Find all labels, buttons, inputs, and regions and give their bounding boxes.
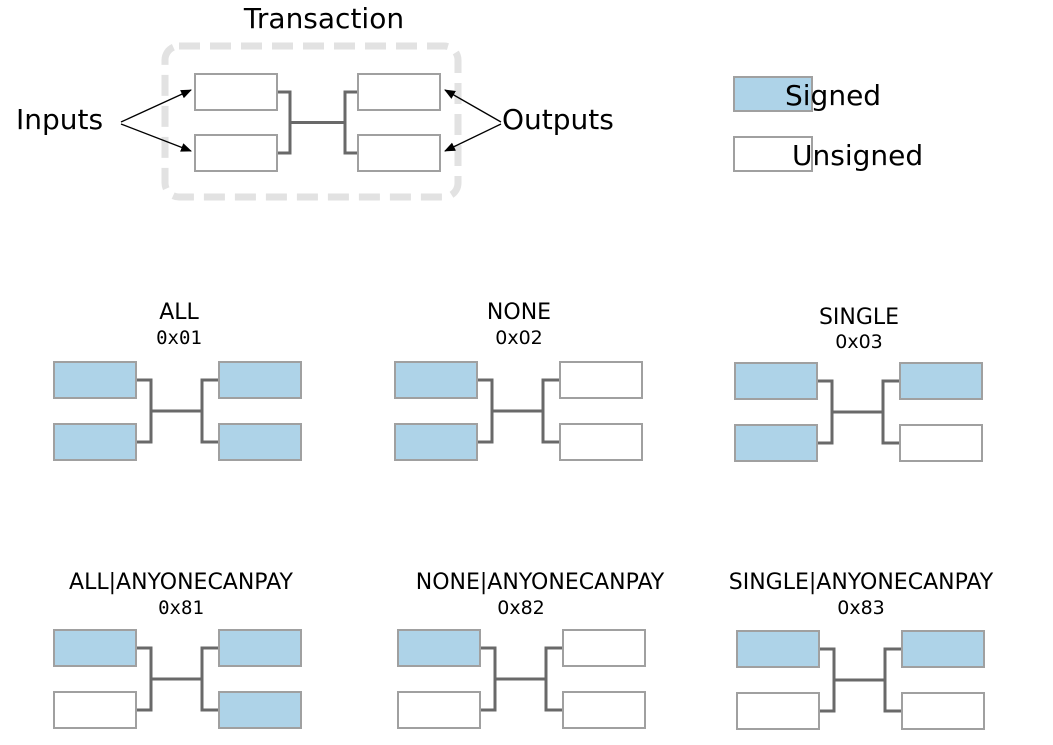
input-box-1 [53,361,137,399]
left-bracket-connector [480,646,497,712]
diagram-all-code: 0x01 [156,327,202,349]
input-box-1 [736,630,820,668]
legend-unsigned-label: Unsigned [792,139,924,172]
output-box-2 [218,691,302,729]
legend-unsigned-swatch [733,136,813,172]
outputs-bracket-connector [343,90,358,155]
diagram-all-acp-graphic [53,629,302,729]
tx-output-box-2 [357,134,441,172]
tx-input-box-1 [194,73,278,111]
transaction-title: Transaction [243,2,405,35]
right-bracket-connector [883,647,903,713]
outputs-label: Outputs [502,103,614,136]
right-bracket-connector [541,378,561,444]
diagram-all-graphic [53,361,302,461]
inputs-bracket-connector [277,90,292,155]
diagram-none-title: NONE [486,300,552,325]
input-box-1 [734,362,818,400]
right-bracket-connector [544,646,564,712]
output-box-1 [218,361,302,399]
diagram-single-acp-title: SINGLE|ANYONECANPAY [728,570,994,595]
inputs-label: Inputs [16,103,104,136]
diagram-single-graphic [734,362,983,462]
legend-signed-label: Signed [785,79,882,112]
diagram-none-acp-code: 0x82 [497,597,545,619]
diagram-single-acp-code: 0x83 [837,597,885,619]
left-bracket-connector [817,379,834,445]
left-bracket-connector [819,647,836,713]
outputs-arrow-top [444,89,502,123]
output-box-2 [899,424,983,462]
inputs-arrow-bottom [120,123,192,152]
diagram-all-acp-code: 0x81 [158,597,204,619]
diagram-none-code: 0x02 [495,327,543,349]
input-box-1 [53,629,137,667]
diagram-none-acp-graphic [397,629,646,729]
left-bracket-connector [477,378,494,444]
diagram-single-acp-graphic [736,630,985,730]
output-box-1 [899,362,983,400]
input-box-2 [53,691,137,729]
legend-signed-swatch [733,76,813,112]
output-box-1 [562,629,646,667]
diagram-none-acp-title: NONE|ANYONECANPAY [415,570,665,595]
input-box-2 [397,691,481,729]
input-box-1 [397,629,481,667]
input-box-2 [734,424,818,462]
input-box-1 [394,361,478,399]
diagram-single-code: 0x03 [835,331,883,353]
input-box-2 [736,692,820,730]
tx-output-box-1 [357,73,441,111]
tx-input-box-2 [194,134,278,172]
output-box-2 [901,692,985,730]
transaction-boundary-dashed-box [161,42,462,201]
left-bracket-connector [136,378,153,444]
inputs-arrow-top [120,89,192,123]
diagram-single-title: SINGLE [818,305,900,330]
output-box-2 [562,691,646,729]
output-box-2 [559,423,643,461]
diagram-none-graphic [394,361,643,461]
input-box-2 [53,423,137,461]
output-box-1 [559,361,643,399]
left-bracket-connector [136,646,153,712]
right-bracket-connector [881,379,901,445]
transaction-graphic [120,42,502,201]
diagram-all-acp-title: ALL|ANYONECANPAY [69,570,293,595]
diagram-all-title: ALL [159,300,199,325]
input-box-2 [394,423,478,461]
outputs-arrow-bottom [444,123,502,152]
output-box-2 [218,423,302,461]
output-box-1 [901,630,985,668]
right-bracket-connector [200,646,220,712]
right-bracket-connector [200,378,220,444]
output-box-1 [218,629,302,667]
